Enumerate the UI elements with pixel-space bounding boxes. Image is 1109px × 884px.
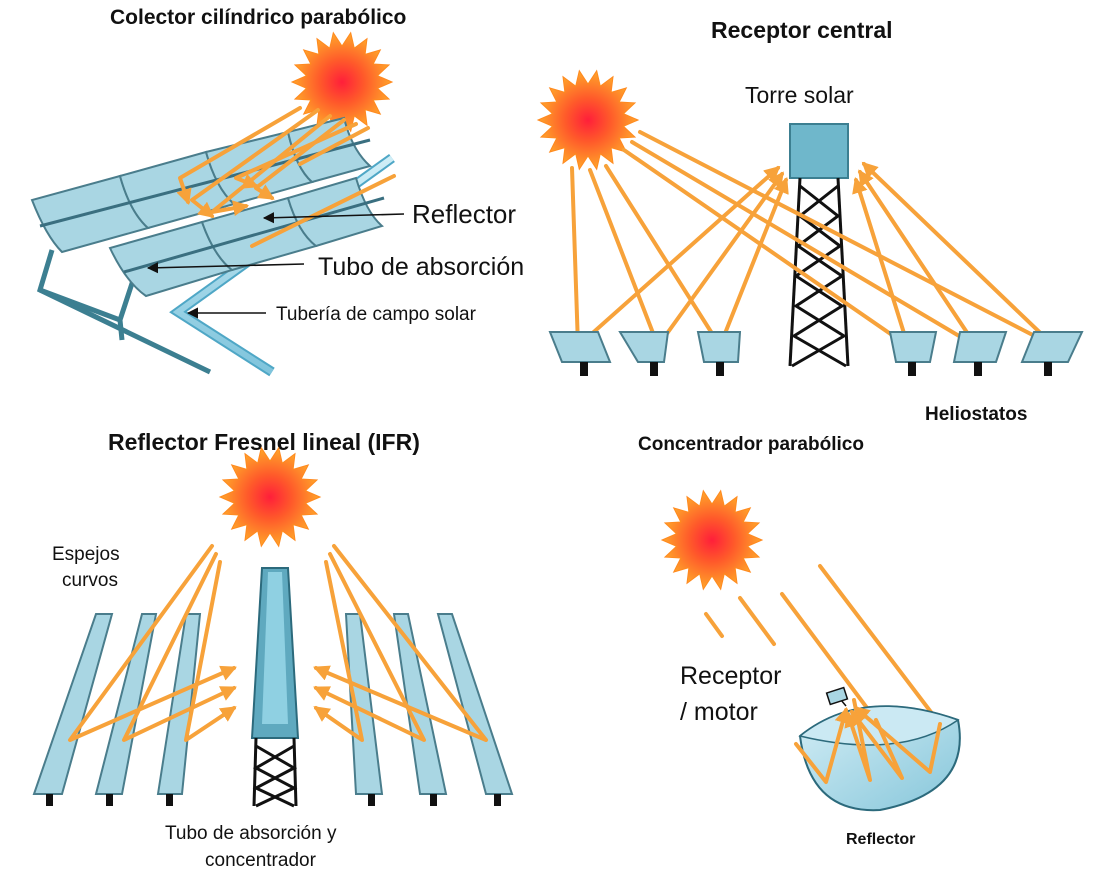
field-piping-label: Tubería de campo solar — [276, 304, 477, 325]
panel-parabolic-trough: Colector cilíndrico parabólico — [30, 6, 524, 377]
panel-linear-fresnel: Reflector Fresnel lineal (IFR) Espejos c… — [32, 429, 514, 871]
receiver-motor-label-line2: / motor — [680, 698, 758, 726]
trough-sun-rays — [176, 106, 396, 248]
panel-central-receiver: Receptor central Torre solar — [536, 17, 1084, 425]
fresnel-absorber-tower — [250, 567, 300, 808]
absorber-tube-label: Tubo de absorción — [318, 253, 524, 281]
tower-label: Torre solar — [745, 82, 854, 108]
heliostat-array — [548, 331, 1084, 376]
curved-mirrors-label-line2: curvos — [62, 570, 118, 591]
sun-icon — [218, 446, 322, 548]
linear-fresnel-title: Reflector Fresnel lineal (IFR) — [108, 429, 420, 455]
dish-reflected-rays — [794, 698, 942, 784]
absorber-concentrator-label-line1: Tubo de absorción y — [165, 823, 337, 844]
sun-icon — [660, 489, 764, 591]
absorber-concentrator-label-line2: concentrador — [205, 850, 317, 871]
central-receiver-title: Receptor central — [711, 17, 893, 43]
parabolic-dish-title: Concentrador parabólico — [638, 434, 864, 455]
sun-icon — [290, 31, 394, 133]
fresnel-mirror-rows — [32, 613, 514, 806]
heliostat-rays — [570, 130, 1056, 348]
sun-icon — [536, 69, 640, 171]
dish-incoming-rays — [704, 564, 942, 726]
receiver-motor-label-line1: Receptor — [680, 662, 781, 690]
reflector-label: Reflector — [412, 199, 516, 229]
curved-mirrors-label-line1: Espejos — [52, 544, 120, 565]
fresnel-rays — [68, 544, 488, 742]
trough-pointer-arrows — [146, 212, 405, 319]
dish-reflector-label: Reflector — [846, 831, 915, 848]
parabolic-trough-title: Colector cilíndrico parabólico — [110, 6, 406, 29]
panel-parabolic-dish: Concentrador parabólico Receptor / motor… — [638, 434, 961, 848]
solar-tower — [788, 123, 850, 368]
heliostats-label: Heliostatos — [925, 404, 1027, 425]
